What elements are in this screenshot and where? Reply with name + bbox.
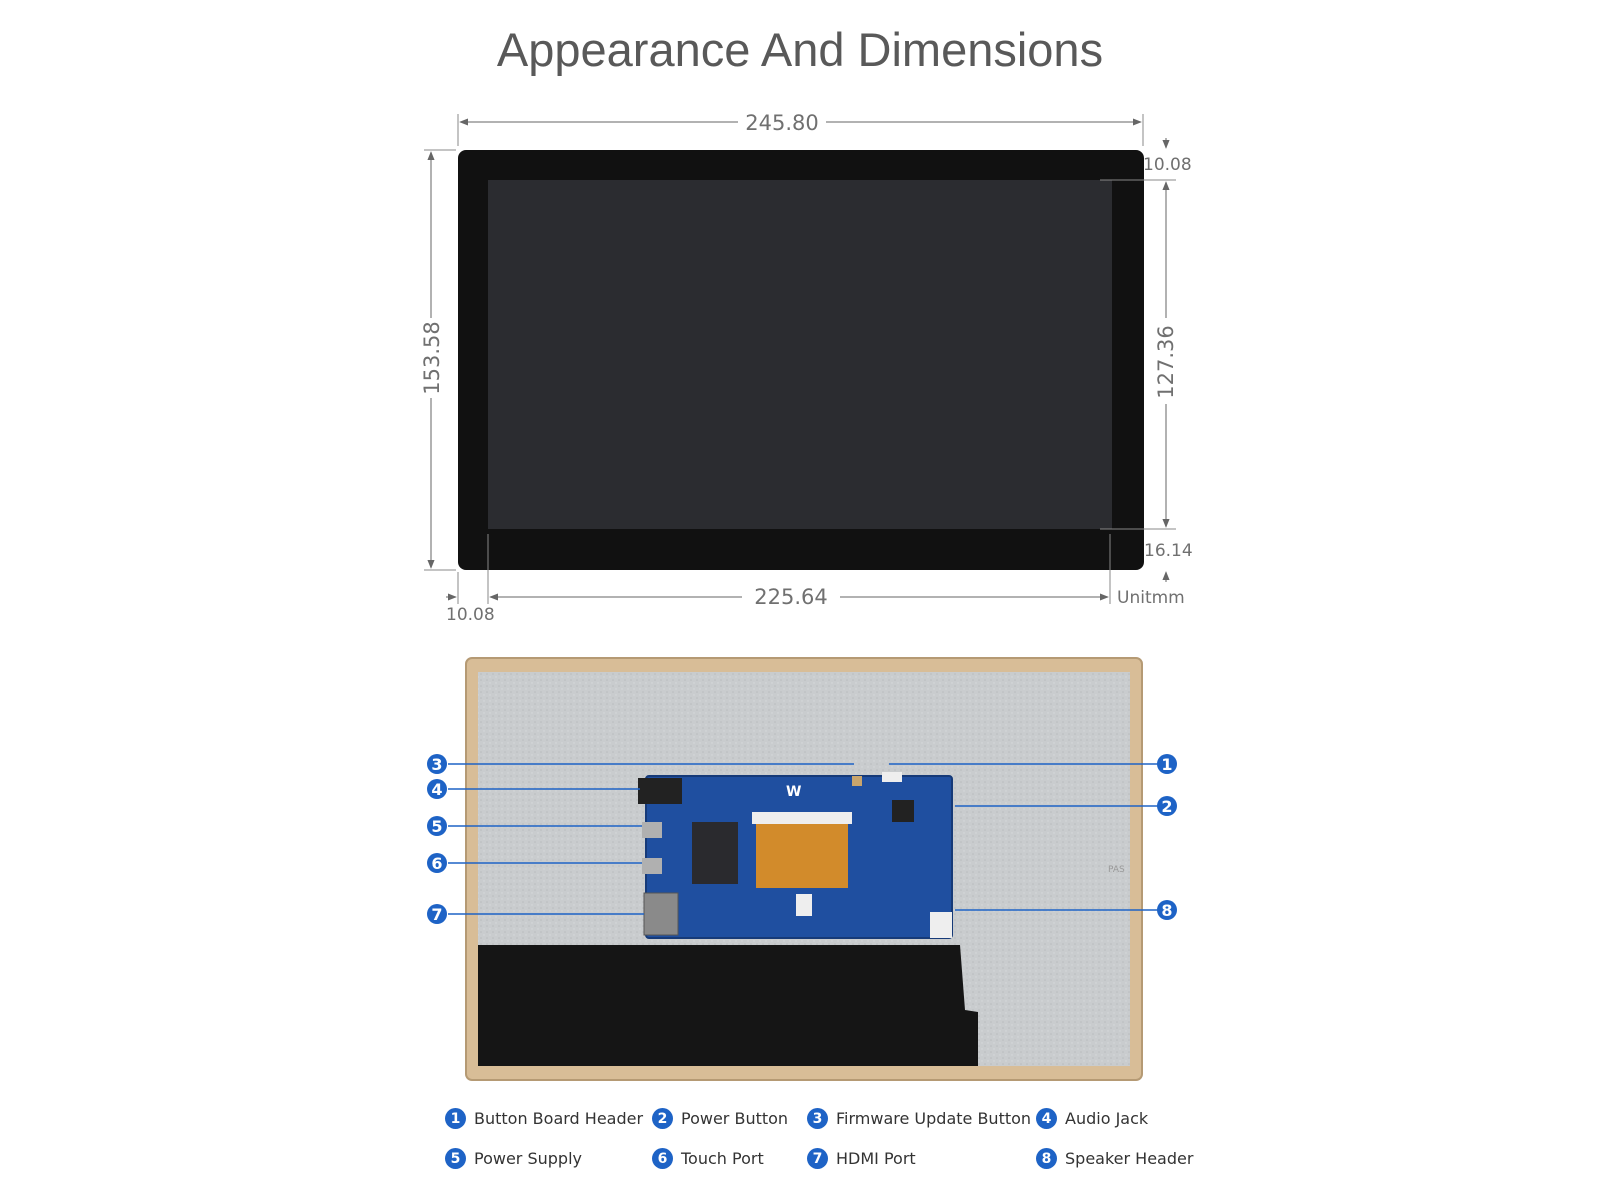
callout-2-num: 2: [1161, 797, 1172, 816]
legend-label: Touch Port: [681, 1149, 764, 1168]
front-view: [458, 150, 1144, 570]
legend-badge: 6: [652, 1148, 673, 1169]
legend-item-6: 6 Touch Port: [652, 1148, 764, 1169]
callout-5: 5: [427, 816, 447, 836]
callout-1: 1: [1157, 754, 1177, 774]
callout-6: 6: [427, 853, 447, 873]
legend-label: Audio Jack: [1065, 1109, 1149, 1128]
legend-item-2: 2 Power Button: [652, 1108, 788, 1129]
legend-badge: 3: [807, 1108, 828, 1129]
legend: 1 Button Board Header 2 Power Button 3 F…: [445, 1108, 1205, 1169]
display-screen: [488, 180, 1112, 529]
callout-3: 3: [427, 754, 447, 774]
bottom-border-label: 16.14: [1144, 541, 1193, 561]
svg-text:W: W: [786, 784, 801, 800]
svg-text:PAS: PAS: [1108, 865, 1125, 875]
callout-7-num: 7: [431, 905, 442, 924]
legend-badge: 2: [652, 1108, 673, 1129]
callout-6-num: 6: [431, 854, 442, 873]
audio-jack-shape: [638, 778, 682, 804]
callout-2: 2: [1157, 796, 1177, 816]
overall-width-label: 245.80: [745, 111, 818, 135]
callout-1-num: 1: [1161, 755, 1172, 774]
legend-item-3: 3 Firmware Update Button: [807, 1108, 1031, 1129]
legend-item-1: 1 Button Board Header: [445, 1108, 643, 1129]
main-chip: [692, 822, 738, 884]
touch-usb-shape: [642, 858, 662, 874]
page-title: Appearance And Dimensions: [496, 23, 1104, 76]
legend-item-4: 4 Audio Jack: [1036, 1108, 1148, 1129]
legend-badge: 8: [1036, 1148, 1057, 1169]
legend-label: Button Board Header: [474, 1109, 644, 1128]
fpc-cable: [756, 822, 848, 888]
left-border-label: 10.08: [446, 605, 495, 625]
legend-item-7: 7 HDMI Port: [807, 1148, 916, 1169]
legend-label: HDMI Port: [836, 1149, 916, 1168]
callout-8-num: 8: [1161, 901, 1172, 920]
screen-height-label: 127.36: [1154, 325, 1178, 398]
callout-4: 4: [427, 779, 447, 799]
dim-overall-height: 153.58: [420, 149, 456, 571]
legend-item-5: 5 Power Supply: [445, 1148, 582, 1169]
hdmi-port-shape: [643, 892, 679, 936]
dim-overall-width: 245.80: [457, 111, 1144, 146]
callout-8: 8: [1157, 900, 1177, 920]
callout-lines: [448, 763, 1158, 915]
legend-item-8: 8 Speaker Header: [1036, 1148, 1193, 1169]
screen-width-label: 225.64: [754, 585, 827, 609]
legend-label: Firmware Update Button: [836, 1109, 1032, 1128]
top-border-label: 10.08: [1143, 155, 1192, 175]
callout-4-num: 4: [431, 780, 442, 799]
black-tape: [478, 945, 978, 1066]
legend-label: Power Button: [681, 1109, 789, 1128]
callout-5-num: 5: [431, 817, 442, 836]
dim-bottom: 10.08 225.64 Unitmm: [446, 534, 1185, 625]
callout-3-num: 3: [431, 755, 442, 774]
legend-badge: 7: [807, 1148, 828, 1169]
legend-badge: 1: [445, 1108, 466, 1129]
unit-label: Unitmm: [1117, 588, 1185, 608]
legend-label: Power Supply: [474, 1149, 582, 1168]
callout-7: 7: [427, 904, 447, 924]
back-view: W PAS: [465, 657, 1143, 1081]
dim-right: 10.08 127.36 16.14: [1100, 138, 1193, 582]
legend-label: Speaker Header: [1065, 1149, 1194, 1168]
legend-badge: 4: [1036, 1108, 1057, 1129]
overall-height-label: 153.58: [420, 321, 444, 394]
legend-badge: 5: [445, 1148, 466, 1169]
power-usb-shape: [642, 822, 662, 838]
